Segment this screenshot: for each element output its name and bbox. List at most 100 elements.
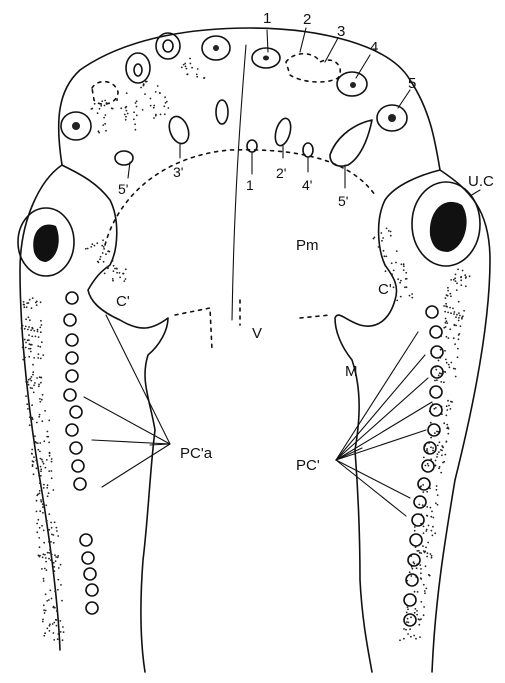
- stipple-dot: [455, 274, 457, 276]
- stipple-dot: [50, 559, 52, 561]
- stipple-dot: [445, 297, 447, 299]
- stipple-dot: [107, 267, 109, 269]
- stipple-dot: [432, 526, 434, 528]
- stipple-dot: [41, 341, 43, 343]
- pore-circle: [70, 442, 82, 454]
- stipple-dot: [373, 238, 375, 240]
- stipple-dot: [48, 529, 50, 531]
- stipple-dot: [38, 353, 40, 355]
- midline: [232, 45, 246, 320]
- stipple-dot: [184, 63, 186, 65]
- stipple-dot: [462, 315, 464, 317]
- stipple-dot: [452, 308, 454, 310]
- stipple-dot: [48, 558, 50, 560]
- stipple-dot: [125, 268, 127, 270]
- pore-circle: [66, 352, 78, 364]
- stipple-dot: [439, 466, 441, 468]
- stipple-dot: [104, 123, 106, 125]
- stipple-dot: [447, 426, 449, 428]
- stipple-dot: [153, 117, 155, 119]
- stipple-dot: [425, 547, 427, 549]
- pore-circle: [414, 496, 426, 508]
- stipple-dot: [38, 537, 40, 539]
- stipple-dot: [53, 632, 55, 634]
- stipple-dot: [446, 322, 448, 324]
- stipple-dot: [126, 92, 128, 94]
- stipple-dot: [112, 260, 114, 262]
- stipple-dot: [146, 81, 148, 83]
- stipple-dot: [45, 557, 47, 559]
- stipple-dot: [446, 441, 448, 443]
- stipple-dot: [437, 504, 439, 506]
- stipple-dot: [116, 268, 118, 270]
- stipple-dot: [56, 527, 58, 529]
- stipple-dot: [35, 336, 37, 338]
- stipple-dot: [413, 635, 415, 637]
- stipple-dot: [462, 270, 464, 272]
- stipple-dot: [33, 392, 35, 394]
- stipple-dot: [157, 85, 159, 87]
- stipple-dot: [99, 258, 101, 260]
- stipple-dot: [425, 565, 427, 567]
- stipple-dot: [409, 628, 411, 630]
- stipple-dot: [388, 230, 390, 232]
- stipple-dot: [24, 328, 26, 330]
- stipple-dot: [44, 410, 46, 412]
- stipple-dot: [24, 339, 26, 341]
- stipple-dot: [42, 553, 44, 555]
- stipple-dot: [31, 307, 33, 309]
- stipple-dot: [469, 275, 471, 277]
- stipple-dot: [25, 395, 27, 397]
- stipple-dot: [428, 525, 430, 527]
- stipple-dot: [49, 590, 51, 592]
- stipple-dot: [430, 516, 432, 518]
- stipple-dot: [435, 407, 437, 409]
- stipple-dot: [429, 575, 431, 577]
- stipple-dot: [428, 465, 430, 467]
- stipple-dot: [106, 102, 108, 104]
- stipple-dot: [51, 470, 53, 472]
- stipple-dot: [407, 608, 409, 610]
- stipple-dot: [196, 76, 198, 78]
- stipple-dot: [57, 535, 59, 537]
- stipple-dot: [432, 447, 434, 449]
- stipple-dot: [51, 598, 53, 600]
- stipple-dot: [28, 384, 30, 386]
- stipple-dot: [443, 305, 445, 307]
- stipple-dot: [445, 322, 447, 324]
- stipple-dot: [31, 449, 33, 451]
- stipple-dot: [55, 556, 57, 558]
- stipple-dot: [49, 453, 51, 455]
- stipple-dot: [446, 405, 448, 407]
- stipple-dot: [426, 491, 428, 493]
- stipple-dot: [31, 387, 33, 389]
- stipple-dot: [412, 568, 414, 570]
- stipple-dot: [430, 437, 432, 439]
- stipple-dot: [63, 631, 65, 633]
- stipple-dot: [57, 633, 59, 635]
- stipple-dot: [113, 270, 115, 272]
- stipple-dot: [31, 417, 33, 419]
- stipple-dot: [32, 464, 34, 466]
- stipple-dot: [36, 494, 38, 496]
- stipple-dot: [378, 246, 380, 248]
- stipple-dot: [459, 333, 461, 335]
- stipple-dot: [403, 265, 405, 267]
- stipple-dot: [30, 380, 32, 382]
- stipple-dot: [116, 272, 118, 274]
- stipple-dot: [127, 113, 129, 115]
- stipple-dot: [46, 600, 48, 602]
- stipple-dot: [427, 463, 429, 465]
- stipple-dot: [436, 485, 438, 487]
- pore-circle: [80, 534, 92, 546]
- stipple-dot: [445, 415, 447, 417]
- stipple-dot: [380, 253, 382, 255]
- stipple-dot: [98, 261, 100, 263]
- label-2prime: 2': [276, 165, 286, 181]
- stipple-dot: [413, 561, 415, 563]
- stipple-dot: [406, 612, 408, 614]
- stipple-dot: [446, 336, 448, 338]
- pore-circle: [410, 534, 422, 546]
- stipple-dot: [181, 67, 183, 69]
- stipple-dot: [54, 554, 56, 556]
